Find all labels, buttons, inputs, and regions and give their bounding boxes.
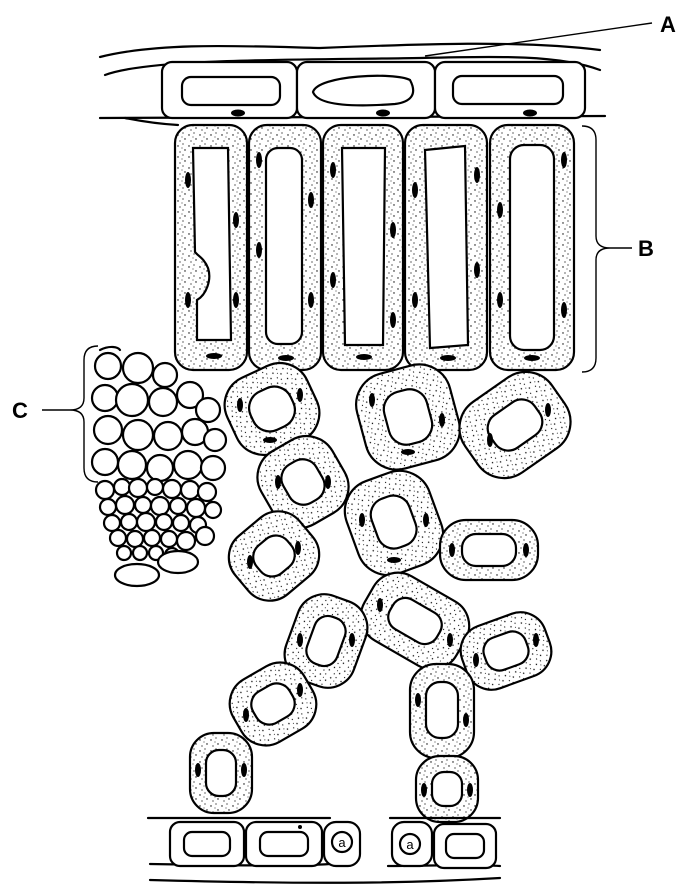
label-c-group: C bbox=[12, 346, 98, 482]
label-a-group: A bbox=[425, 12, 676, 56]
spongy-cell bbox=[410, 664, 474, 758]
upper-epidermis bbox=[100, 44, 605, 125]
palisade-cell bbox=[490, 125, 574, 370]
palisade-cell bbox=[249, 125, 321, 370]
label-b-group: B bbox=[582, 126, 654, 372]
palisade-cell bbox=[323, 125, 403, 370]
palisade-mesophyll bbox=[175, 125, 574, 370]
lower-epidermis: a a bbox=[148, 818, 500, 883]
spongy-mesophyll bbox=[190, 353, 583, 822]
label-c: C bbox=[12, 398, 28, 423]
palisade-cell bbox=[175, 125, 247, 370]
spongy-cell bbox=[190, 733, 252, 813]
guard-cell-left: a bbox=[324, 822, 360, 866]
guard-cell-right-label: a bbox=[406, 837, 414, 852]
guard-cell-left-label: a bbox=[338, 835, 346, 850]
spongy-cell bbox=[440, 520, 538, 580]
label-b: B bbox=[638, 236, 654, 261]
palisade-cell bbox=[405, 125, 487, 370]
spongy-cell bbox=[447, 359, 583, 490]
guard-cell-right: a bbox=[392, 822, 432, 866]
spongy-cell bbox=[349, 357, 467, 477]
spongy-cell bbox=[416, 756, 478, 822]
spongy-cell bbox=[336, 462, 452, 584]
label-a: A bbox=[660, 12, 676, 37]
vascular-bundle bbox=[92, 347, 226, 586]
